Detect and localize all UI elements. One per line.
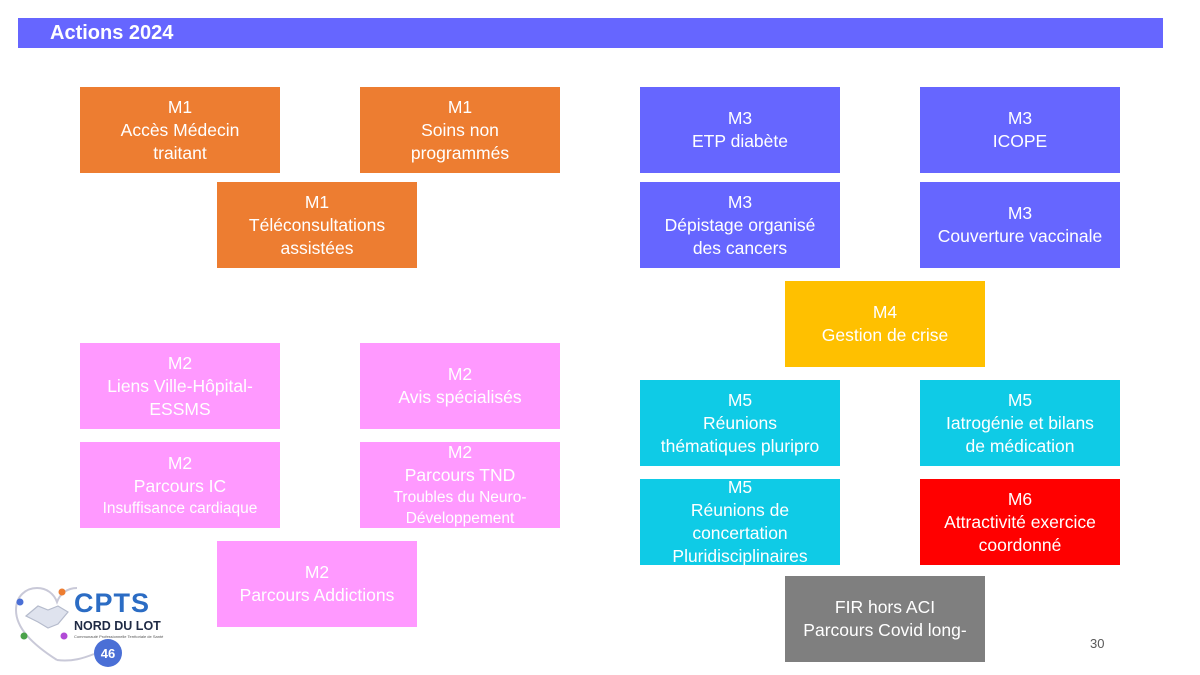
box-label-code: M5 xyxy=(727,389,753,410)
box-label-line: Liens Ville-Hôpital- xyxy=(107,375,253,396)
box-label-code: M6 xyxy=(1007,488,1033,509)
box-label-line: Troubles du Neuro- xyxy=(393,489,527,506)
box-m6-attractivite: M6 Attractivité exercice coordonné xyxy=(920,479,1120,565)
box-label-code: M3 xyxy=(727,108,753,128)
box-m4-gestion-de-crise: M4 Gestion de crise xyxy=(785,281,985,367)
box-label-line: Réunions de xyxy=(690,500,790,520)
box-label-line: Gestion de crise xyxy=(821,325,949,345)
box-label-line: Accès Médecin xyxy=(120,119,240,140)
box-label-code: M1 xyxy=(304,191,330,212)
box-label-line: Développement xyxy=(405,510,515,527)
box-m5-iatrogenie: M5 Iatrogénie et bilans de médication xyxy=(920,380,1120,466)
box-label-code: M2 xyxy=(447,364,473,384)
logo-badge: 46 xyxy=(94,639,122,667)
box-label-line: coordonné xyxy=(978,534,1062,555)
box-m3-couverture-vaccinale: M3 Couverture vaccinale xyxy=(920,182,1120,268)
box-label-line: Réunions xyxy=(703,412,777,433)
box-label-line: ICOPE xyxy=(992,131,1048,151)
box-label-line: Avis spécialisés xyxy=(398,387,522,407)
box-label-line: Pluridisciplinaires xyxy=(672,546,808,565)
cpts-logo: CPTS NORD DU LOT Communauté Professionne… xyxy=(12,576,164,668)
box-m2-liens-ville-hopital: M2 Liens Ville-Hôpital- ESSMS xyxy=(80,343,280,429)
box-label-code: M1 xyxy=(167,96,193,117)
box-label-line: ETP diabète xyxy=(692,131,788,151)
logo-tagline: Communauté Professionnelle Territoriale … xyxy=(74,634,164,639)
box-label-line: Parcours IC xyxy=(133,475,227,496)
box-m1-soins-non-programmes: M1 Soins non programmés xyxy=(360,87,560,173)
box-label-line: ESSMS xyxy=(149,398,211,419)
box-m1-teleconsultations: M1 Téléconsultations assistées xyxy=(217,182,417,268)
page-number: 30 xyxy=(1090,636,1105,651)
box-m3-icope: M3 ICOPE xyxy=(920,87,1120,173)
logo-title: CPTS xyxy=(74,588,151,618)
box-label-code: M5 xyxy=(727,479,753,497)
box-label-line: de médication xyxy=(965,435,1075,456)
box-label-code: M2 xyxy=(167,352,193,373)
box-label-line: Iatrogénie et bilans xyxy=(946,412,1094,433)
box-label-line: assistées xyxy=(280,237,354,258)
box-m3-etp-diabete: M3 ETP diabète xyxy=(640,87,840,173)
box-label-code: M4 xyxy=(872,302,898,322)
box-m1-acces-medecin: M1 Accès Médecin traitant xyxy=(80,87,280,173)
box-label-line: des cancers xyxy=(692,237,788,258)
box-m2-parcours-ic: M2 Parcours IC Insuffisance cardiaque xyxy=(80,442,280,528)
page-title: Actions 2024 xyxy=(50,22,174,44)
box-m2-avis-specialises: M2 Avis spécialisés xyxy=(360,343,560,429)
box-m2-parcours-addictions: M2 Parcours Addictions xyxy=(217,541,417,627)
box-label-code: M2 xyxy=(447,442,473,462)
box-label-line: Dépistage organisé xyxy=(664,214,816,235)
box-label-code: M5 xyxy=(1007,389,1033,410)
logo-subtitle: NORD DU LOT xyxy=(74,619,161,633)
box-label-line: thématiques pluripro xyxy=(660,435,820,456)
box-fir-covid-long: FIR hors ACI Parcours Covid long- xyxy=(785,576,985,662)
heart-handshake-icon xyxy=(14,586,95,662)
box-label-code: M3 xyxy=(1007,108,1033,128)
box-label-line: Parcours Covid long- xyxy=(803,620,967,640)
box-label-line: Parcours TND xyxy=(404,465,516,485)
box-label-code: M3 xyxy=(727,191,753,212)
box-label-line: Téléconsultations xyxy=(248,214,386,235)
box-label-code: M1 xyxy=(447,96,473,117)
title-bar: Actions 2024 xyxy=(18,18,1163,48)
box-label-line: Attractivité exercice xyxy=(944,511,1096,532)
box-label-line: Parcours Addictions xyxy=(239,585,395,605)
box-label-line: Soins non xyxy=(421,119,499,140)
box-label-line: FIR hors ACI xyxy=(834,597,936,617)
box-m3-depistage-cancers: M3 Dépistage organisé des cancers xyxy=(640,182,840,268)
box-label-line: Insuffisance cardiaque xyxy=(102,499,258,517)
box-label-code: M2 xyxy=(167,452,193,473)
box-label-code: M3 xyxy=(1007,203,1033,223)
box-label-line: programmés xyxy=(410,142,510,163)
box-m5-reunions-thematiques: M5 Réunions thématiques pluripro xyxy=(640,380,840,466)
box-m5-reunions-concertation: M5 Réunions de concertation Pluridiscipl… xyxy=(640,479,840,565)
box-label-line: traitant xyxy=(153,142,207,163)
box-label-line: concertation xyxy=(692,523,788,543)
box-m2-parcours-tnd: M2 Parcours TND Troubles du Neuro- Dével… xyxy=(360,442,560,528)
box-label-line: Couverture vaccinale xyxy=(937,226,1103,246)
box-label-code: M2 xyxy=(304,562,330,582)
